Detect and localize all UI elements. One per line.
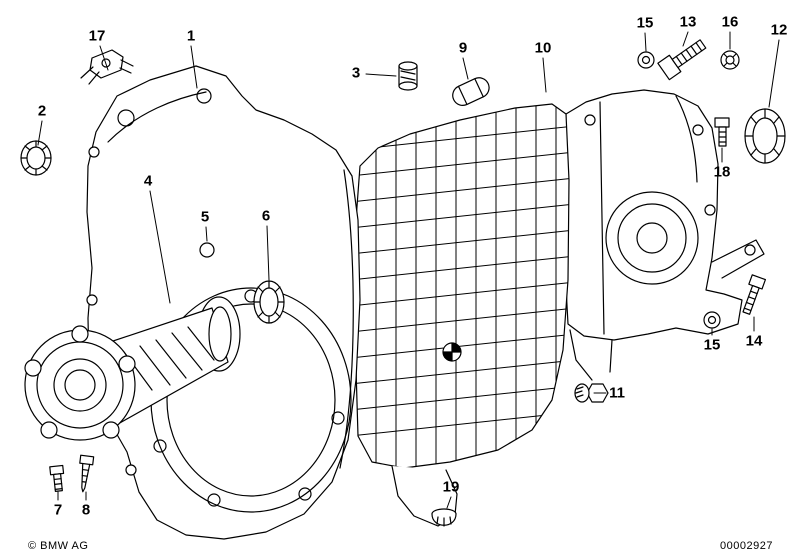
callout-label-9: 9 (458, 39, 468, 57)
diagram-number: 00002927 (720, 540, 773, 552)
part-13-bolt (657, 39, 707, 81)
callout-label-19: 19 (442, 478, 460, 496)
part-5-ball (199, 242, 215, 258)
part-19-dome-plug (431, 508, 457, 527)
callout-leader-lines (37, 31, 780, 509)
part-15-washer-bottom (703, 311, 721, 329)
part-2-sealing-cap (20, 140, 52, 176)
leader-line-4 (149, 190, 171, 304)
part-16-seal-ring (720, 50, 740, 70)
part-14-bolt (742, 274, 767, 315)
part-15-washer-top (637, 51, 655, 69)
bmw-roundel-icon (442, 342, 462, 362)
callout-label-14: 14 (745, 332, 763, 350)
callout-label-8: 8 (81, 501, 91, 519)
leader-line-15 (644, 32, 647, 52)
leader-line-12 (768, 39, 780, 108)
leader-line-5 (205, 226, 208, 242)
callout-label-13: 13 (679, 13, 697, 31)
gear-case (353, 103, 570, 527)
leader-line-1 (190, 45, 198, 89)
part-3-breather-plug (398, 61, 418, 91)
leader-line-19 (446, 496, 452, 509)
callout-label-17: 17 (88, 27, 106, 45)
part-7-bolt (49, 464, 65, 492)
callout-label-1: 1 (186, 27, 196, 45)
callout-label-12: 12 (770, 21, 788, 39)
leader-line-17 (99, 45, 109, 71)
callout-label-6: 6 (261, 207, 271, 225)
leader-line-2 (37, 120, 43, 146)
part-1-clutch-housing (86, 65, 361, 540)
part-11-drain-plug (574, 383, 609, 403)
callout-label-18: 18 (713, 163, 731, 181)
callout-label-7: 7 (53, 501, 63, 519)
part-8-screw (79, 454, 95, 493)
part-6-shaft-seal (253, 280, 285, 324)
callout-label-4: 4 (143, 172, 153, 190)
callout-label-5: 5 (200, 208, 210, 226)
part-10-rear-housing (563, 89, 765, 381)
output-flange-and-shaft (24, 306, 232, 441)
leader-line-6 (266, 225, 270, 281)
callout-label-11: 11 (609, 384, 625, 402)
callout-label-15: 15 (636, 14, 654, 32)
leader-line-3 (365, 73, 397, 77)
callout-label-15: 15 (703, 336, 721, 354)
callout-label-10: 10 (534, 39, 552, 57)
callout-label-3: 3 (351, 64, 361, 82)
leader-line-9 (462, 57, 469, 80)
part-18-bolt (714, 117, 730, 147)
callout-label-16: 16 (721, 13, 739, 31)
leader-line-10 (542, 57, 547, 93)
part-12-output-seal (744, 108, 786, 164)
callout-label-2: 2 (37, 102, 47, 120)
leader-line-13 (682, 31, 689, 47)
part-9-guide-bush (452, 77, 490, 106)
copyright-text: © BMW AG (28, 540, 89, 552)
